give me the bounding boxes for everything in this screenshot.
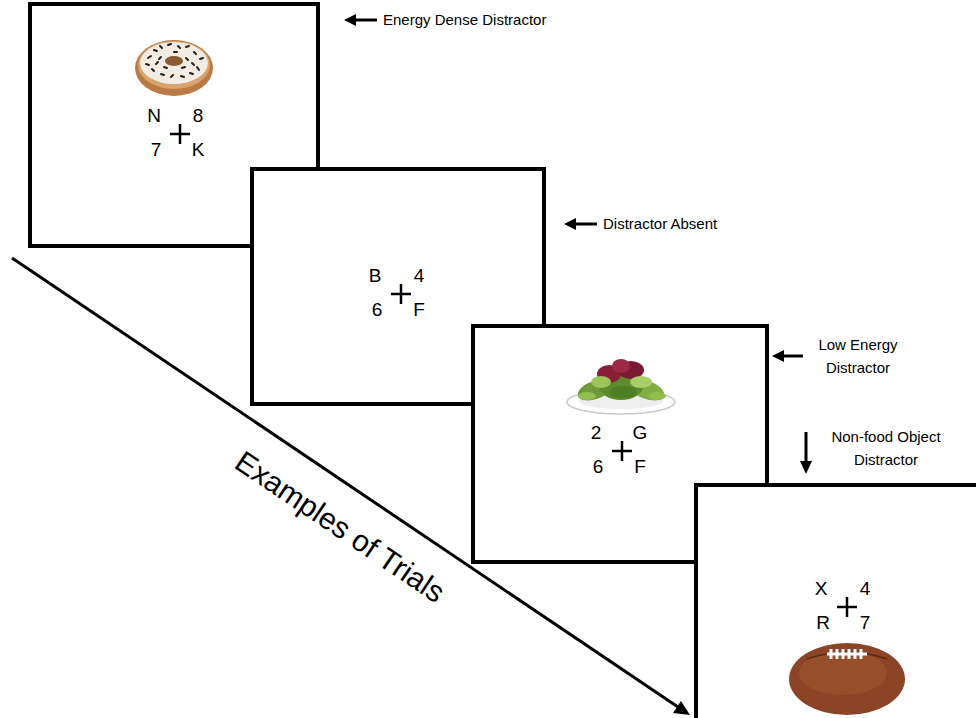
condition-label: Distractor Absent: [603, 212, 717, 235]
football-image: [787, 637, 907, 717]
stimulus-character: 2: [591, 423, 602, 442]
stimulus-character: X: [815, 579, 828, 598]
stimulus-character: G: [633, 423, 648, 442]
stimulus-character: F: [634, 457, 646, 476]
arrowhead: [564, 218, 576, 230]
fixation-cross: [836, 596, 858, 618]
pointer-arrow: [575, 223, 597, 226]
pointer-arrow: [783, 355, 805, 358]
fixation-cross: [390, 283, 412, 305]
pointer-arrow: [355, 19, 377, 22]
stimulus-character: B: [369, 266, 382, 285]
stimulus-character: F: [413, 300, 425, 319]
donut-image: [134, 34, 214, 98]
pointer-arrow: [805, 432, 808, 462]
stimulus-character: N: [147, 106, 161, 125]
fixation-cross: [169, 123, 191, 145]
stimulus-character: 6: [593, 457, 604, 476]
arrowhead: [772, 350, 784, 362]
arrowhead: [800, 461, 812, 474]
fixation-cross: [611, 440, 633, 462]
stimulus-character: 7: [860, 613, 871, 632]
arrowhead: [673, 701, 690, 715]
arrowhead: [344, 14, 356, 26]
condition-label: Low Energy Distractor: [803, 333, 913, 379]
stimulus-character: 4: [414, 266, 425, 285]
axis-label: Examples of Trials: [229, 444, 451, 609]
stimulus-character: 6: [372, 300, 383, 319]
stimulus-character: 7: [151, 140, 162, 159]
trial-frame: X 4R 7: [694, 483, 976, 718]
stimulus-character: K: [192, 140, 205, 159]
condition-label: Non-food Object Distractor: [822, 425, 950, 471]
stimulus-character: R: [816, 613, 830, 632]
stimulus-character: 8: [193, 106, 204, 125]
stimulus-character: 4: [860, 579, 871, 598]
condition-label: Energy Dense Distractor: [383, 8, 546, 31]
salad-image: [565, 352, 677, 416]
